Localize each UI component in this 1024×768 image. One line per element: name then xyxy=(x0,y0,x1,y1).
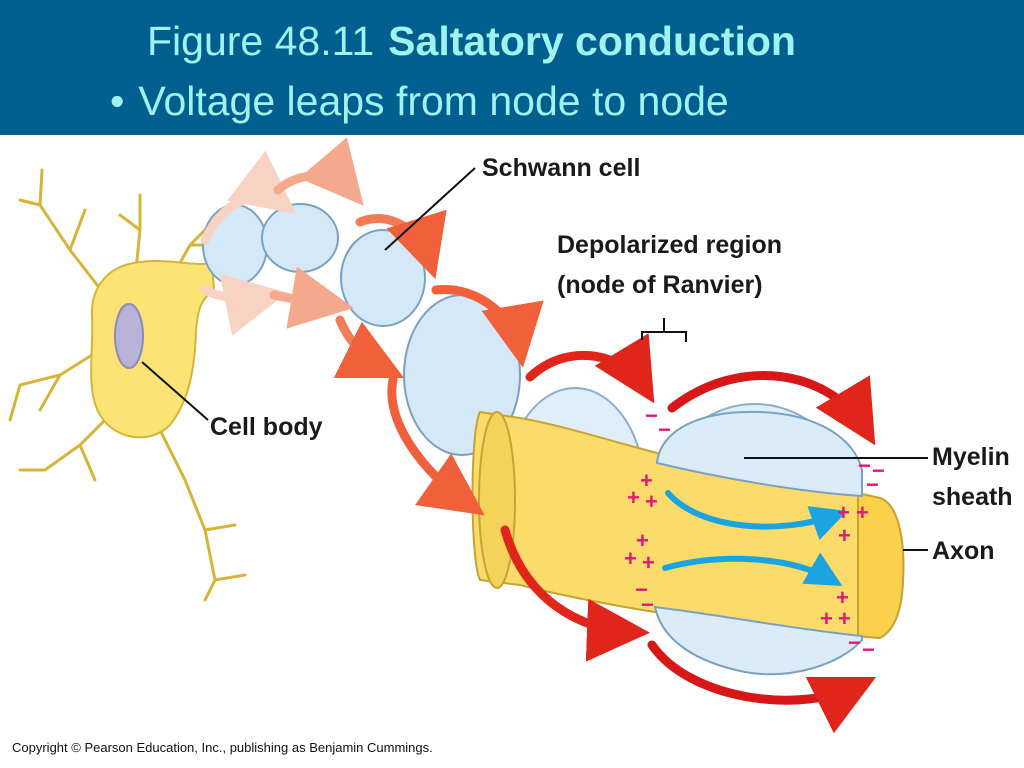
positive-charge: + xyxy=(856,500,869,525)
axon-end-cap xyxy=(857,491,905,640)
negative-charge: − xyxy=(658,417,671,442)
bullet-point: • Voltage leaps from node to node xyxy=(110,78,729,125)
label-node-of-ranvier: (node of Ranvier) xyxy=(557,271,763,299)
negative-charge: − xyxy=(872,458,885,483)
negative-charge: − xyxy=(858,453,871,478)
slide-header: Figure 48.11 Saltatory conduction • Voltag… xyxy=(0,0,1024,135)
signal-arrows xyxy=(200,137,877,734)
positive-charge: + xyxy=(627,485,640,510)
figure-title: Saltatory conduction xyxy=(388,18,796,64)
label-depolarized-region: Depolarized region xyxy=(557,231,782,259)
nucleus xyxy=(114,303,144,369)
bullet-icon: • xyxy=(110,78,125,124)
figure-number: Figure 48.11 xyxy=(147,18,375,64)
positive-charge: + xyxy=(640,468,653,493)
axon-cut-end xyxy=(478,411,516,589)
positive-charge: + xyxy=(838,606,851,631)
positive-charge: + xyxy=(820,606,833,631)
label-leader-lines xyxy=(141,167,928,551)
charge-symbols: − − + + + + + + − − − − − + + + + + + − … xyxy=(624,403,885,662)
label-axon: Axon xyxy=(932,537,995,565)
negative-charge: − xyxy=(641,592,654,617)
local-current-arrows xyxy=(662,490,848,586)
slide-title: Figure 48.11 Saltatory conduction xyxy=(147,18,796,65)
negative-charge: − xyxy=(862,637,875,662)
positive-charge: + xyxy=(838,523,851,548)
negative-charge: − xyxy=(635,577,648,602)
myelin-sheath-front-lower xyxy=(653,605,863,676)
bullet-text: Voltage leaps from node to node xyxy=(138,78,729,124)
cell-body xyxy=(90,260,216,439)
positive-charge: + xyxy=(636,528,649,553)
copyright-notice: Copyright © Pearson Education, Inc., pub… xyxy=(12,740,433,755)
positive-charge: + xyxy=(645,489,658,514)
label-cell-body: Cell body xyxy=(210,413,323,441)
negative-charge: − xyxy=(866,472,879,497)
positive-charge: + xyxy=(837,500,850,525)
negative-charge: − xyxy=(645,403,658,428)
label-myelin: Myelin xyxy=(932,443,1010,471)
saltatory-conduction-diagram: − − + + + + + + − − − − − + + + + + + − … xyxy=(8,137,1013,755)
positive-charge: + xyxy=(836,585,849,610)
positive-charge: + xyxy=(642,550,655,575)
label-sheath: sheath xyxy=(932,483,1013,511)
positive-charge: + xyxy=(624,546,637,571)
label-schwann-cell: Schwann cell xyxy=(482,154,640,182)
negative-charge: − xyxy=(848,630,861,655)
